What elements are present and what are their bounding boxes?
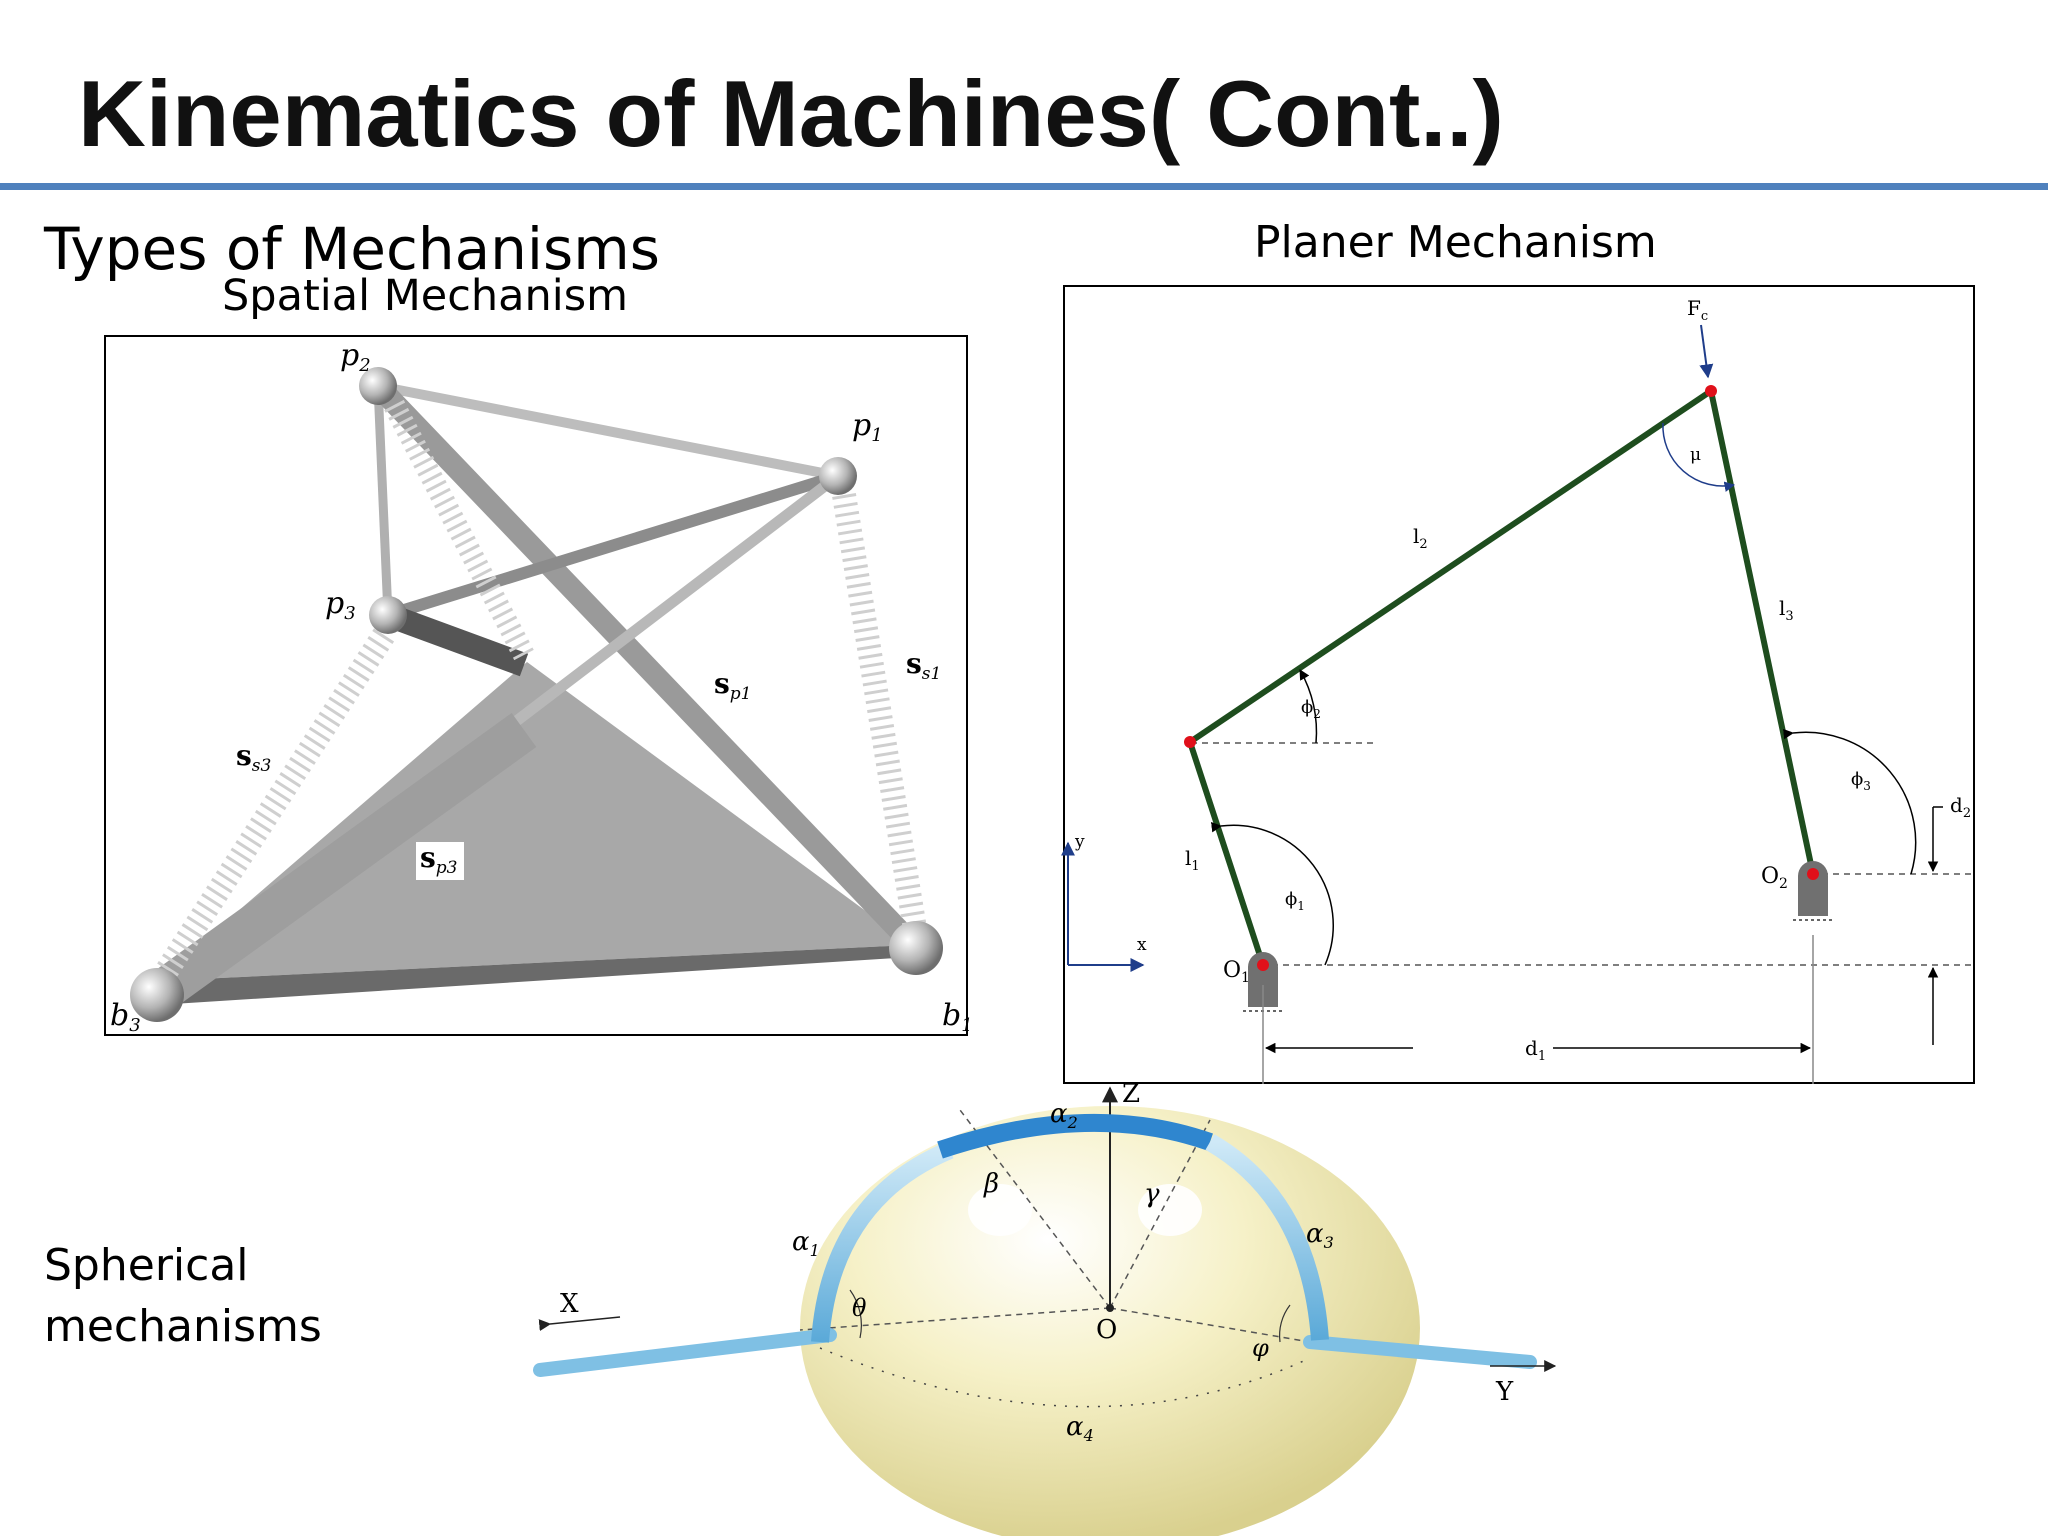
label-axis-y: y [1074, 832, 1085, 852]
link-alpha1 [811, 1141, 954, 1343]
label-alpha4: α4 [1066, 1412, 1094, 1445]
joint-p2 [359, 367, 397, 405]
force-arrow [1699, 324, 1714, 379]
rod-p3-p1 [386, 470, 840, 621]
label-l2: l2 [1413, 524, 1428, 552]
arc-phi3 [1783, 728, 1917, 875]
label-ss3: ss3 [236, 739, 271, 776]
base-edge [157, 945, 912, 1005]
planar-frame [1063, 285, 1975, 1084]
link-l2 [1188, 388, 1713, 745]
joint-a [1184, 736, 1196, 748]
label-sp3: sp3 [420, 841, 457, 878]
label-d2: d2 [1950, 793, 1971, 821]
label-phi1: ϕ1 [1285, 889, 1305, 913]
actuator-p3 [383, 603, 529, 677]
link-alpha3 [1205, 1134, 1329, 1341]
spatial-mechanism-svg: p2 p1 p3 sp1 ss1 ss3 sp3 b3 b1 [104, 335, 973, 1036]
label-phi2: ϕ2 [1301, 697, 1321, 721]
line-o-gamma [1109, 1119, 1211, 1309]
spherical-mechanism-caption: Spherical mechanisms [44, 1240, 322, 1352]
label-gamma: γ [1144, 1179, 1160, 1209]
label-ss1: ss1 [906, 647, 941, 684]
base-hatch [819, 1347, 1311, 1408]
spatial-mechanism-caption: Spatial Mechanism [222, 271, 629, 321]
line-o-beta [959, 1109, 1111, 1309]
joint-o2 [1807, 868, 1819, 880]
label-mu: μ [1690, 445, 1701, 465]
joint-b1 [889, 921, 943, 975]
label-sp3-box [416, 842, 464, 880]
label-alpha3: α3 [1306, 1219, 1334, 1252]
planar-mechanism-caption: Planer Mechanism [1254, 217, 1657, 268]
label-force: Fc [1687, 296, 1708, 324]
label-d1: d1 [1525, 1036, 1546, 1064]
label-axis-x: X [560, 1289, 579, 1319]
strut-sp3 [144, 712, 537, 1013]
arc-phi1 [1210, 821, 1334, 966]
rod-p2-p3 [373, 385, 393, 616]
joint-b [1705, 385, 1717, 397]
link-alpha2 [937, 1113, 1213, 1159]
arc-phi [1278, 1304, 1291, 1343]
label-p2: p2 [340, 338, 371, 376]
shaft-x [533, 1328, 837, 1377]
rod-p2-p1 [377, 381, 839, 481]
label-b1: b1 [942, 998, 973, 1036]
spring-ss1 [832, 493, 928, 937]
label-p1: p1 [852, 408, 883, 446]
axis-x-arrow [538, 1316, 621, 1332]
base-triangle [157, 662, 912, 981]
planar-mechanism-figure: Fc μ l1 l2 l3 ϕ1 ϕ2 ϕ3 d1 d2 O1 O2 x y [1061, 285, 1975, 1084]
label-phi: φ [1252, 1334, 1269, 1362]
label-theta: θ [852, 1294, 867, 1322]
label-axis-y: Y [1495, 1377, 1514, 1407]
line-o-y [1109, 1307, 1311, 1343]
label-alpha1: α1 [792, 1227, 820, 1260]
sphere-highlight-right [1138, 1184, 1202, 1236]
spherical-mechanism-figure: α2 Z α1 α3 α4 β γ θ φ O X Y [530, 1079, 1570, 1536]
spherical-mechanism-svg: α2 Z α1 α3 α4 β γ θ φ O X Y [533, 1079, 1557, 1536]
label-phi3: ϕ3 [1851, 769, 1871, 793]
slide-title: Kinematics of Machines( Cont..) [78, 61, 1504, 166]
link-l3 [1708, 390, 1816, 875]
label-l1: l1 [1185, 846, 1200, 874]
label-p3: p3 [325, 586, 356, 624]
spring-p2 [384, 399, 534, 661]
origin-point [1106, 1304, 1114, 1312]
link-l1 [1187, 741, 1266, 966]
planar-mechanism-svg: Fc μ l1 l2 l3 ϕ1 ϕ2 ϕ3 d1 d2 O1 O2 x y [1061, 285, 1975, 1084]
strut-sp1 [370, 378, 924, 956]
joint-p3 [369, 596, 407, 634]
sphere-highlight-left [968, 1184, 1032, 1236]
sphere-body [800, 1106, 1420, 1536]
label-alpha2: α2 [1050, 1099, 1078, 1132]
label-o1: O1 [1223, 958, 1250, 986]
label-origin: O [1096, 1315, 1117, 1345]
arc-theta [849, 1289, 862, 1339]
label-o2: O2 [1761, 864, 1788, 892]
ground-support-o2 [1793, 861, 1833, 921]
label-sp1: sp1 [714, 667, 751, 704]
shaft-y [1303, 1335, 1537, 1369]
joint-o1 [1257, 959, 1269, 971]
label-l3: l3 [1779, 596, 1794, 624]
section-heading: Types of Mechanisms [44, 215, 660, 283]
arc-phi2 [1299, 669, 1318, 744]
label-axis-x: x [1137, 935, 1147, 955]
arc-mu [1662, 422, 1736, 492]
line-o-x [799, 1307, 1111, 1331]
joint-p1 [819, 457, 857, 495]
title-divider [0, 183, 2048, 190]
joint-b3 [130, 968, 184, 1022]
label-beta: β [983, 1169, 999, 1199]
spatial-mechanism-figure: p2 p1 p3 sp1 ss1 ss3 sp3 b3 b1 [104, 335, 973, 1036]
label-axis-z: Z [1122, 1079, 1140, 1109]
label-b3: b3 [110, 998, 141, 1036]
